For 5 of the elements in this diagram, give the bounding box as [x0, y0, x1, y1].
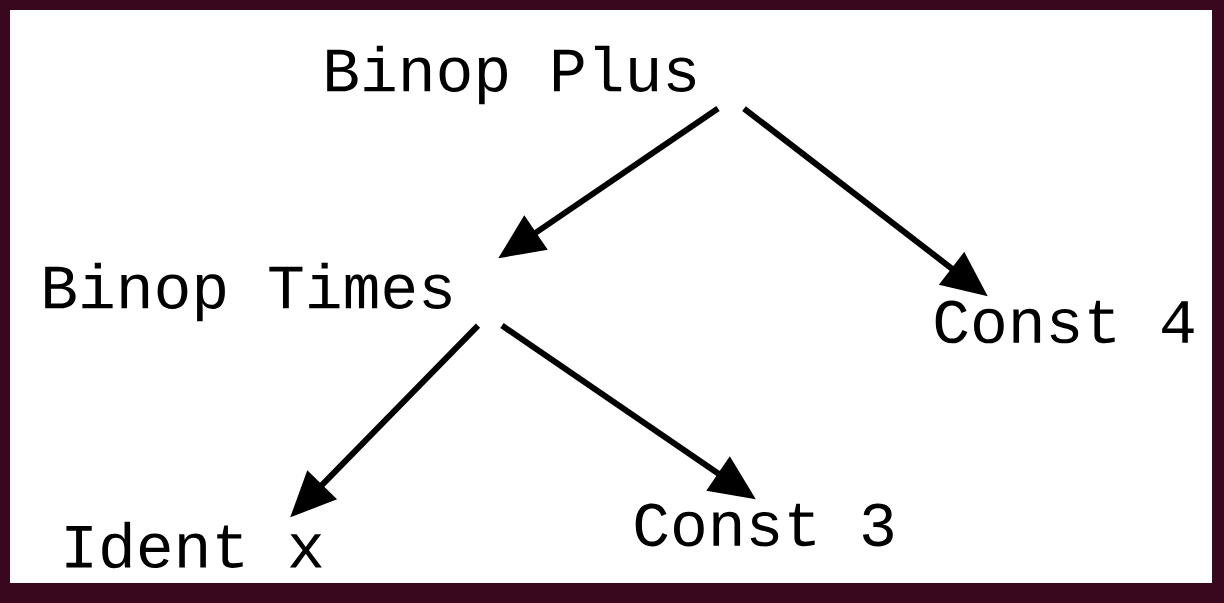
node-label: Const 4	[935, 300, 1194, 344]
node-label: Binop Times	[45, 262, 451, 322]
node-label: Const 3	[635, 503, 893, 547]
node-label: Binop Plus	[327, 45, 695, 105]
node-label: Ident x	[66, 521, 322, 569]
